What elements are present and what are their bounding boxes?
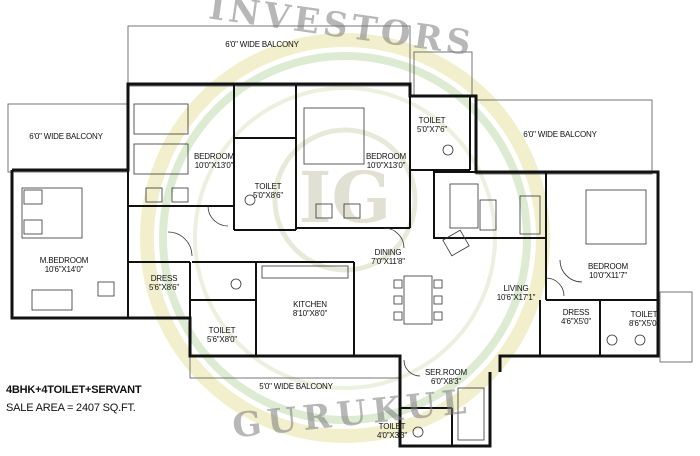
room-dims: 5'0"X7'6"	[416, 125, 448, 134]
room-toilet-4: TOILET 8'6"X5'0"	[629, 310, 659, 328]
room-name: TOILET	[630, 310, 658, 319]
room-dims: 10'0"X13'0"	[194, 161, 234, 170]
room-dims: 10'6"X14'0"	[44, 265, 84, 274]
room-living: LIVING 10'6"X17'1"	[497, 284, 536, 302]
room-name: M.BEDROOM	[39, 256, 89, 265]
room-dims: 4'6"X5'0"	[560, 317, 592, 326]
room-kitchen: KITCHEN 8'10"X8'0"	[292, 300, 328, 318]
room-dims: 10'0"X13'0"	[366, 161, 406, 170]
watermark-monogram: IG	[299, 156, 392, 239]
room-dims: 10'0"X11'7"	[589, 271, 627, 280]
balcony-left-label: 6'0" WIDE BALCONY	[29, 132, 103, 141]
room-bedroom-1: BEDROOM 10'0"X13'0"	[194, 152, 234, 170]
balcony-top-label: 6'0" WIDE BALCONY	[225, 40, 299, 49]
room-bedroom-3: BEDROOM 10'0"X11'7"	[588, 262, 628, 280]
balcony-bottom-label: 5'0" WIDE BALCONY	[259, 382, 333, 391]
room-name: DRESS	[150, 274, 178, 283]
room-name: BEDROOM	[588, 262, 628, 271]
room-name: SER.ROOM	[425, 368, 467, 377]
balcony-right-label: 6'0" WIDE BALCONY	[523, 130, 597, 139]
room-dims: 8'6"X5'0"	[628, 319, 660, 328]
plan-configuration: 4BHK+4TOILET+SERVANT	[6, 384, 142, 396]
room-name: TOILET	[378, 422, 406, 431]
balcony-top-outline	[127, 25, 411, 87]
room-dims: 10'6"X17'1"	[496, 293, 536, 302]
room-name: TOILET	[208, 326, 236, 335]
room-dims: 5'0"X8'6"	[252, 191, 284, 200]
room-dress-1: DRESS 5'6"X8'6"	[149, 274, 179, 292]
room-servant-room: SER.ROOM 6'0"X8'3"	[425, 368, 467, 386]
room-name: TOILET	[418, 116, 446, 125]
room-dims: 4'0"X3'3"	[376, 431, 408, 440]
room-name: BEDROOM	[366, 152, 406, 161]
room-name: DINING	[374, 248, 402, 257]
room-name: BEDROOM	[194, 152, 234, 161]
room-dress-2: DRESS 4'6"X5'0"	[561, 308, 591, 326]
room-dims: 8'10"X8'0"	[292, 309, 328, 318]
room-name: DRESS	[562, 308, 590, 317]
room-name: LIVING	[503, 284, 529, 293]
plan-sale-area: SALE AREA = 2407 SQ.FT.	[6, 402, 136, 414]
room-toilet-1: TOILET 5'0"X8'6"	[253, 182, 283, 200]
room-name: TOILET	[254, 182, 282, 191]
room-name: KITCHEN	[293, 300, 327, 309]
room-bedroom-2: BEDROOM 10'0"X13'0"	[366, 152, 406, 170]
room-dims: 5'6"X8'6"	[148, 283, 180, 292]
room-dims: 5'6"X8'0"	[206, 335, 238, 344]
room-toilet-2: TOILET 5'0"X7'6"	[417, 116, 447, 134]
room-toilet-3: TOILET 5'6"X8'0"	[207, 326, 237, 344]
room-dims: 6'0"X8'3"	[430, 377, 462, 386]
room-dining: DINING 7'0"X11'8"	[371, 248, 405, 266]
room-dims: 7'0"X11'8"	[371, 257, 405, 266]
room-master-bedroom: M.BEDROOM 10'6"X14'0"	[39, 256, 89, 274]
room-toilet-servant: TOILET 4'0"X3'3"	[377, 422, 407, 440]
